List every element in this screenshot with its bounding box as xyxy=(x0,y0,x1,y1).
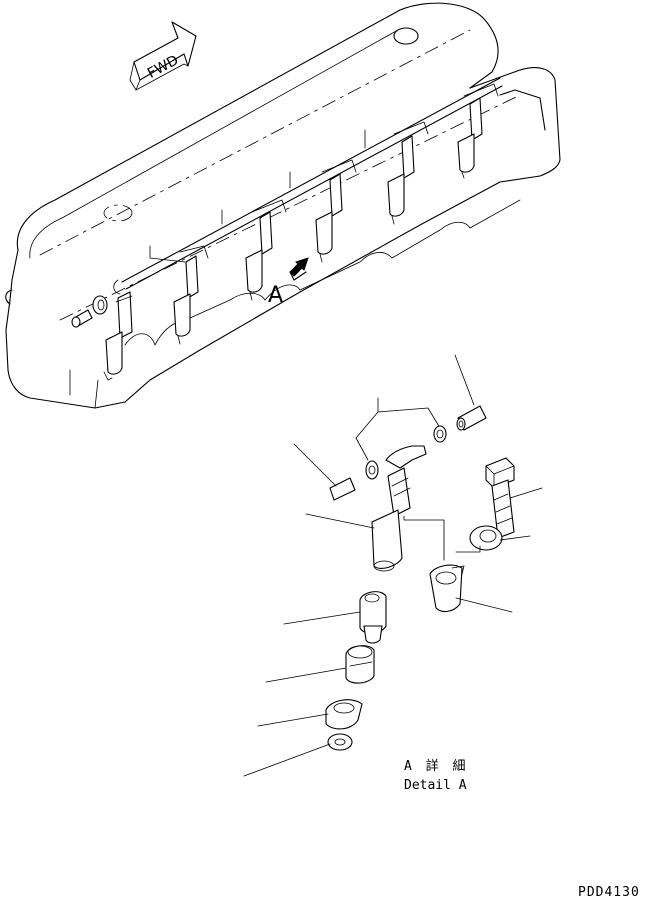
clamp-ring-left xyxy=(365,460,379,480)
leader-bracket xyxy=(355,397,441,439)
leader-sleeve xyxy=(454,354,475,406)
injector-5 xyxy=(387,121,429,225)
view-marker-a: A xyxy=(268,283,283,308)
detail-a-parts xyxy=(243,354,543,777)
detail-caption-en: Detail A xyxy=(404,778,467,793)
installed-injectors xyxy=(103,83,499,381)
detail-caption-jp: A 詳 細 xyxy=(404,758,468,774)
nozzle-sleeve xyxy=(345,645,375,684)
fwd-arrow: FWD xyxy=(129,21,197,91)
leader-washer xyxy=(499,535,531,541)
injector-bolt xyxy=(485,457,515,539)
seal-washer xyxy=(327,733,353,751)
fwd-label: FWD xyxy=(145,52,181,81)
leader-bolt xyxy=(509,487,543,499)
gasket xyxy=(325,699,363,730)
injector-4 xyxy=(315,159,357,263)
injector-1 xyxy=(103,291,133,381)
leak-off-line xyxy=(113,77,503,295)
seal-pellet xyxy=(329,477,356,501)
clamp-ring-right xyxy=(433,425,447,443)
leader-seal-washer xyxy=(243,743,331,777)
view-arrow xyxy=(289,257,309,281)
injector-clamp xyxy=(429,564,465,613)
left-ring xyxy=(92,295,108,315)
nozzle-holder xyxy=(359,591,387,644)
injector-2 xyxy=(173,245,209,345)
leader-gasket xyxy=(257,713,329,727)
drawing-code: PDD4130 xyxy=(578,885,640,900)
left-plug xyxy=(71,309,93,328)
leader-injector xyxy=(305,513,375,529)
leader-pellet xyxy=(293,443,337,487)
sleeve-part xyxy=(456,405,487,431)
leader-nozzle-sleeve xyxy=(265,667,347,683)
bolt-washer xyxy=(469,525,503,551)
injector-assembly xyxy=(371,445,427,572)
injector-6 xyxy=(457,83,499,179)
leader-clamp xyxy=(455,597,513,613)
cylinder-head xyxy=(5,2,561,409)
leader-nozzle-holder xyxy=(283,611,361,625)
injector-3 xyxy=(245,199,287,301)
